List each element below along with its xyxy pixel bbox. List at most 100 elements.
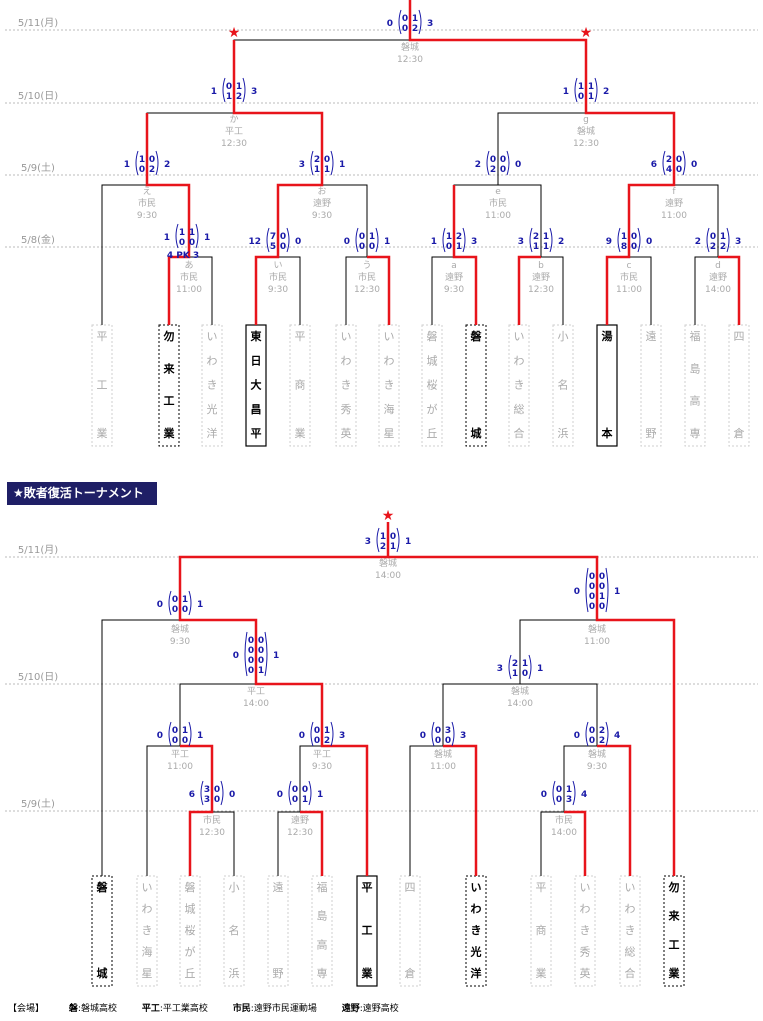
cons-team-3-char: 桜 — [185, 923, 196, 937]
main-game-11-venue-id: f — [672, 187, 676, 197]
main-game-12-score-right-period: 2 — [236, 92, 242, 102]
main-game-8-score-right-total: 2 — [164, 160, 170, 170]
cons-win-path-1 — [180, 744, 214, 876]
main-team-9-char: 城 — [471, 426, 482, 440]
cons-team-4: 小名浜 — [223, 875, 245, 987]
main-game-7-score-left-period: 2 — [710, 242, 716, 252]
main-game-11-score-left-period: 2 — [666, 155, 672, 165]
main-team-11-char: 名 — [558, 378, 569, 392]
main-game-4-score-paren-l — [442, 227, 446, 253]
cons-game-7-venue: 磐城9:30 — [587, 748, 607, 772]
main-game-4-score-paren-r — [462, 227, 466, 253]
main-game-1-score-left-period: 1 — [179, 228, 185, 238]
main-game-7-score-right-total: 3 — [735, 237, 741, 247]
cons-game-3-score-right-total: 4 — [581, 790, 587, 800]
main-game-11-score-right-period: 0 — [676, 165, 682, 175]
cons-team-6-char: 高 — [317, 937, 328, 951]
main-game-1-score-paren-l — [175, 223, 179, 249]
main-team-10-char: 総 — [514, 402, 525, 416]
cons-game-4-score-paren-l — [168, 721, 172, 747]
cons-line-1 — [101, 619, 180, 876]
main-game-2-score-left-period: 7 — [270, 232, 276, 242]
main-game-1-score-right-period: 1 — [189, 228, 195, 238]
main-team-8-char: 桜 — [427, 378, 438, 392]
main-team-12: 湯本 — [596, 324, 618, 447]
cons-game-10-score-left-period: 0 — [172, 595, 178, 605]
main-line-8 — [694, 256, 718, 325]
main-game-12-score-paren-r — [242, 77, 246, 103]
cons-game-1-score-right-period: 0 — [214, 795, 220, 805]
main-game-13-score-right-period: 1 — [588, 92, 594, 102]
main-game-6-score-right-period: 0 — [631, 242, 637, 252]
cons-team-12-char: い — [625, 881, 636, 894]
main-team-1-char: 工 — [97, 379, 108, 392]
main-game-6-score-right-period: 0 — [631, 232, 637, 242]
cons-team-11-char: い — [580, 881, 591, 894]
cons-game-10-score-paren-r — [188, 590, 192, 616]
cons-game-10-score-left-total: 0 — [157, 600, 163, 610]
main-game-4-score-right-total: 3 — [471, 237, 477, 247]
main-team-7-char: 海 — [384, 402, 395, 416]
main-game-1-score-right-total: 1 — [204, 233, 210, 243]
main-game-7-venue-time: 14:00 — [705, 285, 731, 295]
cons-game-4-score-left-period: 0 — [172, 726, 178, 736]
main-game-5-score-left-total: 3 — [518, 237, 524, 247]
cons-team-6-char: 専 — [317, 967, 328, 980]
main-game-10-score-left-period: 2 — [490, 165, 496, 175]
cons-game-11-score-right-total: 1 — [614, 587, 620, 597]
main-game-13-venue-time: 12:30 — [573, 139, 599, 149]
main-game-10-score-right-total: 0 — [515, 160, 521, 170]
main-team-5-char: 商 — [295, 378, 306, 392]
main-game-4-venue-time: 9:30 — [444, 285, 464, 295]
cons-game-12-venue-place: 磐城 — [379, 557, 397, 569]
main-team-10-char: き — [514, 379, 525, 392]
main-game-3-venue-time: 12:30 — [354, 285, 380, 295]
main-game-7-score-left-period: 0 — [710, 232, 716, 242]
main-game-10-score-right-period: 0 — [500, 165, 506, 175]
main-game-1-score-pk: 4 PK 3 — [167, 251, 199, 261]
cons-team-11-char: わ — [580, 903, 591, 916]
main-star-left: ★ — [228, 25, 241, 41]
main-game-5-score-paren-l — [529, 227, 533, 253]
cons-game-11-score-left-period: 0 — [589, 572, 595, 582]
main-game-11-score-right-period: 0 — [676, 155, 682, 165]
cons-team-11-char: 英 — [580, 966, 591, 980]
legend-abbr-2: 平工 — [141, 1004, 160, 1014]
legend-abbr-1: 磐 — [68, 1004, 78, 1014]
main-game-12-venue-place: 平工 — [225, 126, 243, 137]
main-game-13-score-paren-r — [594, 77, 598, 103]
main-game-1-score-left-period: 0 — [179, 238, 185, 248]
cons-line-11 — [179, 683, 256, 746]
cons-team-7-char: 業 — [361, 966, 374, 980]
main-game-7-score-right-period: 2 — [720, 242, 726, 252]
cons-team-10-char: 平 — [536, 881, 547, 894]
cons-game-2-score-left-period: 0 — [292, 795, 298, 805]
legend-abbr-4: 遠野 — [341, 1004, 360, 1014]
main-game-3-score-left-period: 0 — [359, 242, 365, 252]
main-win-path-3 — [367, 255, 391, 325]
main-game-6-score-left-period: 1 — [621, 232, 627, 242]
main-game-3-score-paren-r — [375, 227, 379, 253]
main-game-14-score-right-total: 3 — [427, 19, 433, 29]
main-game-1-venue-time: 11:00 — [176, 285, 202, 295]
cons-game-5-score-left-period: 0 — [314, 736, 320, 746]
main-team-13-char: 野 — [646, 427, 657, 440]
cons-date: 5/11(月) — [18, 544, 58, 556]
main-team-13-char: 遠 — [646, 330, 657, 343]
main-date: 5/8(金) — [21, 233, 55, 246]
cons-date: 5/10(日) — [18, 672, 58, 683]
main-game-10-venue-time: 11:00 — [485, 211, 511, 221]
cons-team-9-char: 洋 — [471, 966, 482, 980]
main-team-6-char: き — [341, 379, 352, 392]
cons-team-9-char: き — [471, 924, 482, 937]
main-game-6-score-paren-r — [637, 227, 641, 253]
